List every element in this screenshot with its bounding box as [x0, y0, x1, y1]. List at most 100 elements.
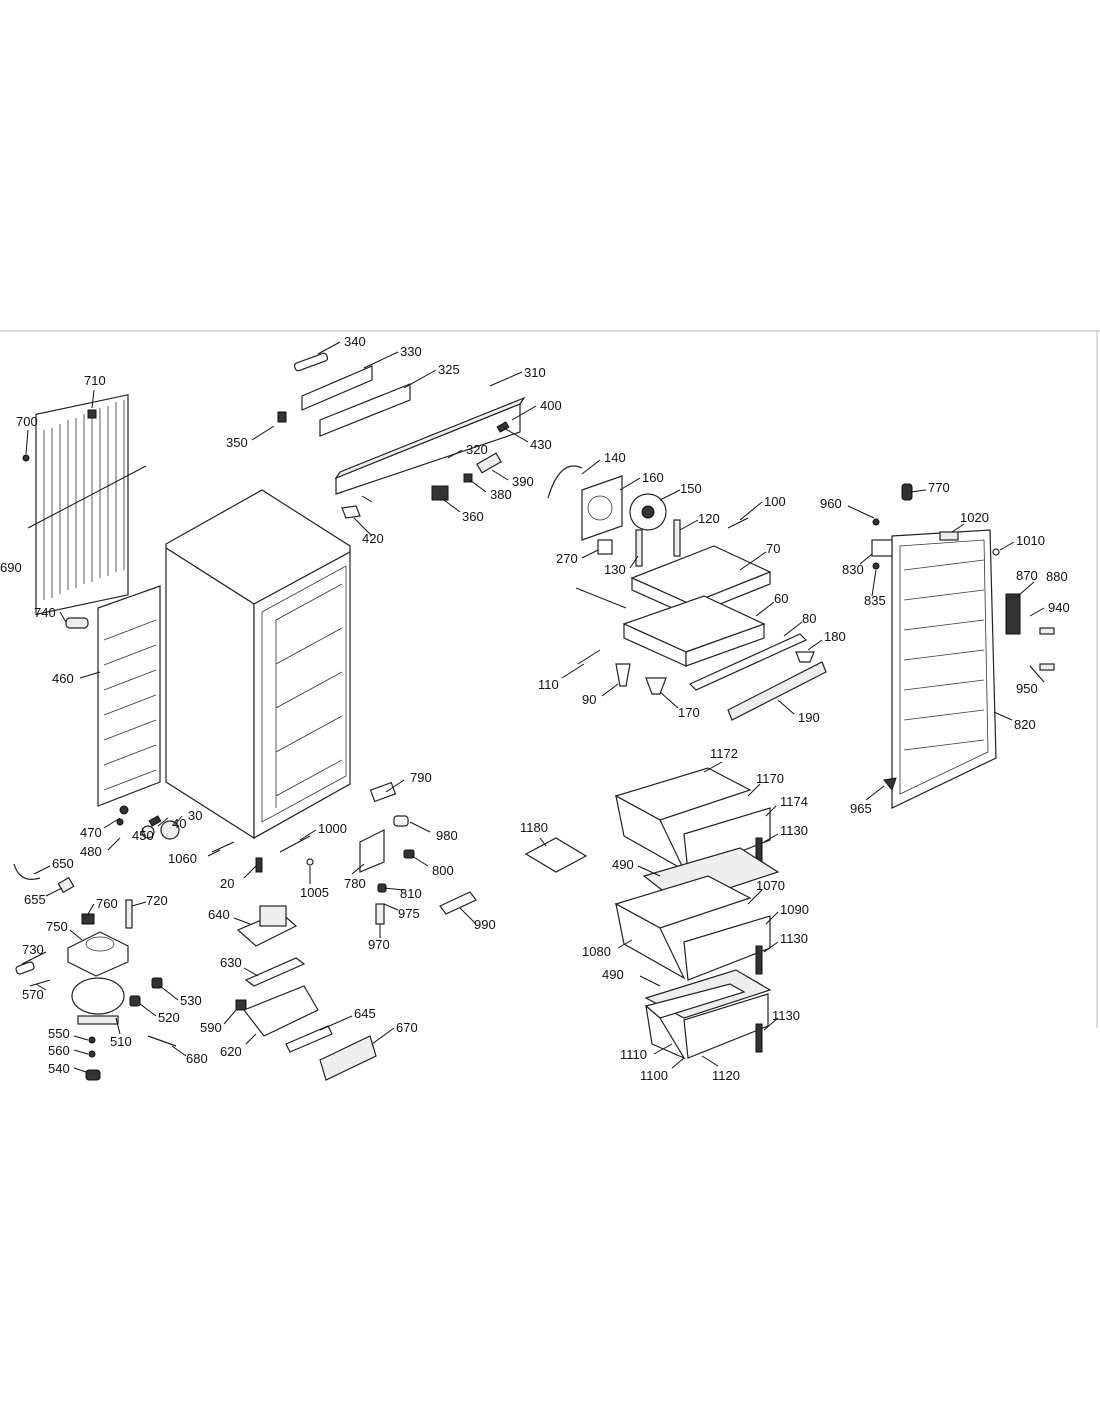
label-690: 690 — [0, 560, 22, 575]
label-1020: 1020 — [960, 510, 989, 525]
label-330: 330 — [400, 344, 422, 359]
label-835: 835 — [864, 593, 886, 608]
label-870: 870 — [1016, 568, 1038, 583]
label-975: 975 — [398, 906, 420, 921]
label-1130-mid: 1130 — [780, 931, 808, 946]
part-90 — [615, 663, 631, 687]
label-450: 450 — [132, 828, 154, 843]
label-470: 470 — [80, 825, 102, 840]
label-720: 720 — [146, 893, 168, 908]
cable-part — [575, 587, 627, 609]
label-30: 30 — [188, 808, 202, 823]
label-990: 990 — [474, 917, 496, 932]
label-110: 110 — [538, 677, 559, 692]
label-530: 530 — [180, 993, 202, 1008]
label-1172: 1172 — [710, 746, 738, 761]
label-1170: 1170 — [756, 771, 784, 786]
label-420: 420 — [362, 531, 384, 546]
label-940: 940 — [1048, 600, 1070, 615]
label-1000: 1000 — [318, 821, 347, 836]
label-980: 980 — [436, 828, 458, 843]
label-400: 400 — [540, 398, 562, 413]
label-80: 80 — [802, 611, 816, 626]
label-655: 655 — [24, 892, 46, 907]
back-plate-part — [97, 585, 161, 807]
label-700: 700 — [16, 414, 38, 429]
label-480: 480 — [80, 844, 102, 859]
label-40: 40 — [172, 816, 186, 831]
label-770: 770 — [928, 480, 950, 495]
leader-lines — [21, 341, 1045, 1073]
tray-60-part — [622, 595, 766, 667]
label-645: 645 — [354, 1006, 376, 1021]
label-750: 750 — [46, 919, 68, 934]
label-760: 760 — [96, 896, 118, 911]
label-325: 325 — [438, 362, 460, 377]
label-390: 390 — [512, 474, 534, 489]
label-570: 570 — [22, 987, 44, 1002]
condenser-part — [22, 394, 147, 616]
label-730: 730 — [22, 942, 44, 957]
label-740: 740 — [34, 605, 56, 620]
lower-middle-parts — [211, 781, 477, 925]
strip-80-part — [688, 633, 808, 691]
label-800: 800 — [432, 863, 454, 878]
label-540: 540 — [48, 1061, 70, 1076]
label-650: 650 — [52, 856, 74, 871]
label-130: 130 — [604, 562, 626, 577]
label-360: 360 — [462, 509, 484, 524]
label-710: 710 — [84, 373, 106, 388]
label-380: 380 — [490, 487, 512, 502]
label-620: 620 — [220, 1044, 242, 1059]
label-430: 430 — [530, 437, 552, 452]
label-550: 550 — [48, 1026, 70, 1041]
label-950: 950 — [1016, 681, 1038, 696]
label-510: 510 — [110, 1034, 132, 1049]
label-1010: 1010 — [1016, 533, 1045, 548]
label-1100: 1100 — [640, 1068, 668, 1083]
label-90: 90 — [582, 692, 596, 707]
label-640: 640 — [208, 907, 230, 922]
label-1090: 1090 — [780, 902, 809, 917]
label-820: 820 — [1014, 717, 1036, 732]
label-1130-top: 1130 — [780, 823, 808, 838]
label-170: 170 — [678, 705, 700, 720]
label-520: 520 — [158, 1010, 180, 1025]
label-1180: 1180 — [520, 820, 548, 835]
label-1070: 1070 — [756, 878, 785, 893]
label-100: 100 — [764, 494, 786, 509]
label-1080: 1080 — [582, 944, 611, 959]
drawers-part — [524, 767, 780, 1060]
part-180 — [795, 651, 815, 663]
part-740 — [65, 617, 89, 629]
label-830: 830 — [842, 562, 864, 577]
part-170 — [645, 677, 667, 695]
label-460: 460 — [52, 671, 74, 686]
fan-evaporator-part — [547, 465, 749, 567]
label-310: 310 — [524, 365, 546, 380]
label-490-bottom: 490 — [602, 967, 624, 982]
label-320: 320 — [466, 442, 488, 457]
label-140: 140 — [604, 450, 626, 465]
label-970: 970 — [368, 937, 390, 952]
label-670: 670 — [396, 1020, 418, 1035]
label-960: 960 — [820, 496, 842, 511]
label-965: 965 — [850, 801, 872, 816]
label-190: 190 — [798, 710, 820, 725]
label-1130-bottom: 1130 — [772, 1008, 800, 1023]
strip-190-part — [727, 661, 827, 721]
label-630: 630 — [220, 955, 242, 970]
label-340: 340 — [344, 334, 366, 349]
label-270: 270 — [556, 551, 578, 566]
label-180: 180 — [824, 629, 846, 644]
small-parts-cabinet-base — [116, 805, 180, 840]
label-680: 680 — [186, 1051, 208, 1066]
top-control-housing-part — [277, 352, 526, 519]
label-1120: 1120 — [712, 1068, 740, 1083]
label-120: 120 — [698, 511, 720, 526]
label-880: 880 — [1046, 569, 1068, 584]
label-560: 560 — [48, 1043, 70, 1058]
compressor-parts — [13, 863, 177, 1081]
label-1060: 1060 — [168, 851, 197, 866]
